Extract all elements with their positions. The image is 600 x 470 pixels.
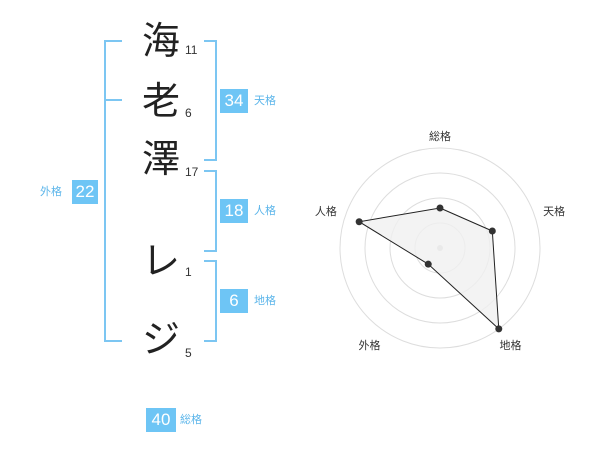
radar-point-1 — [436, 204, 444, 212]
gaikaku-bracket-tick — [104, 99, 122, 101]
name-char-3: 澤 — [141, 137, 180, 181]
name-char-1: 海 — [141, 19, 180, 63]
gaikaku-label: 外格 — [40, 185, 62, 198]
tenkaku-badge: 34 — [220, 89, 248, 113]
chikaku-bracket — [204, 260, 217, 342]
chikaku-badge: 6 — [220, 289, 248, 313]
soukaku-label: 総格 — [180, 413, 202, 426]
radar-ring — [364, 172, 516, 324]
radar-series-polygon — [357, 207, 500, 331]
radar-point-3 — [495, 325, 503, 333]
jinkaku-badge: 18 — [220, 199, 248, 223]
name-char-2: 老 — [141, 79, 180, 123]
radar-point-5 — [355, 218, 363, 226]
chikaku-label: 地格 — [254, 294, 276, 307]
radar-axis-label-4: 外格 — [358, 338, 380, 352]
jinkaku-label: 人格 — [254, 204, 276, 217]
stroke-count-4: 1 — [185, 265, 192, 279]
radar-ring — [339, 147, 541, 349]
name-char-4: レ — [141, 239, 180, 283]
soukaku-badge: 40 — [146, 408, 176, 432]
radar-axis-label-2: 天格 — [543, 204, 565, 218]
gaikaku-bracket — [104, 40, 122, 342]
tenkaku-bracket — [204, 40, 217, 161]
radar-axis-label-3: 地格 — [500, 338, 522, 352]
stroke-count-2: 6 — [185, 106, 192, 120]
radar-axis-label-1: 総格 — [429, 129, 451, 143]
radar-point-2 — [488, 227, 496, 235]
stroke-count-1: 11 — [185, 43, 198, 57]
radar-axis-label-5: 人格 — [315, 204, 337, 218]
gaikaku-badge: 22 — [72, 180, 98, 204]
jinkaku-bracket — [204, 170, 217, 252]
name-char-5: ジ — [141, 317, 180, 361]
tenkaku-label: 天格 — [254, 94, 276, 107]
radar-point-4 — [424, 260, 432, 268]
stroke-count-3: 17 — [185, 165, 199, 179]
stroke-count-5: 5 — [185, 346, 192, 360]
